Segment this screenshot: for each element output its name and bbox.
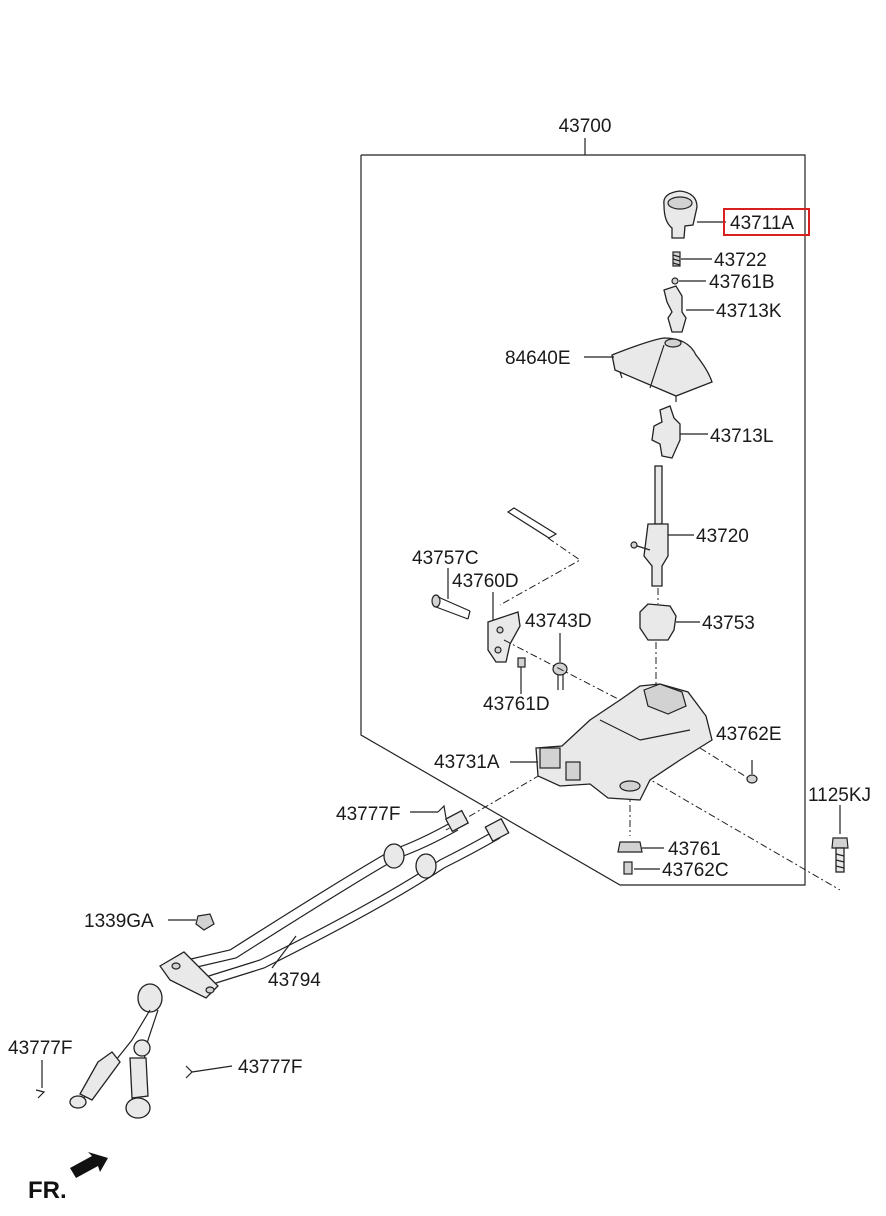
- shift-knob-part[interactable]: [663, 190, 726, 239]
- label-43731A[interactable]: 43731A: [434, 752, 500, 773]
- label-43700[interactable]: 43700: [559, 116, 612, 137]
- label-43762C[interactable]: 43762C: [662, 860, 729, 881]
- label-43743D[interactable]: 43743D: [525, 611, 592, 632]
- label-43720[interactable]: 43720: [696, 526, 749, 547]
- label-43761D[interactable]: 43761D: [483, 694, 550, 715]
- label-43722[interactable]: 43722: [714, 250, 767, 271]
- label-43713K[interactable]: 43713K: [716, 301, 782, 322]
- direction-label: FR.: [28, 1177, 67, 1204]
- label-43794[interactable]: 43794: [268, 970, 321, 991]
- bushing-part[interactable]: [552, 633, 568, 690]
- clip-part-43777F-top[interactable]: [410, 804, 447, 819]
- label-84640E[interactable]: 84640E: [505, 348, 571, 369]
- assembly-43700-bracket: [360, 138, 806, 886]
- arrow-icon: [70, 1152, 108, 1178]
- label-43713L[interactable]: 43713L: [710, 426, 773, 447]
- clip-part-43762E[interactable]: [746, 760, 758, 784]
- nut-part-43761[interactable]: [617, 841, 664, 853]
- label-43761[interactable]: 43761: [668, 839, 721, 860]
- label-43761B[interactable]: 43761B: [709, 272, 775, 293]
- label-1125KJ[interactable]: 1125KJ: [808, 785, 871, 806]
- clip-part-43777F-left[interactable]: [35, 1060, 46, 1099]
- bolt-part[interactable]: [431, 568, 471, 620]
- lever-housing-part[interactable]: [639, 603, 700, 641]
- label-43757C[interactable]: 43757C: [412, 548, 479, 569]
- label-43777F-bottom[interactable]: 43777F: [238, 1057, 302, 1078]
- lever-upper-part[interactable]: [663, 285, 714, 333]
- mounting-bolt-part[interactable]: [831, 805, 849, 873]
- shift-boot-part[interactable]: [584, 337, 713, 402]
- lever-middle-part[interactable]: [651, 405, 708, 459]
- label-43753[interactable]: 43753: [702, 613, 755, 634]
- label-43777F-top[interactable]: 43777F: [336, 804, 400, 825]
- shifter-base-part[interactable]: [510, 683, 713, 801]
- nut-part-1339GA[interactable]: [168, 913, 215, 931]
- label-43760D[interactable]: 43760D: [452, 571, 519, 592]
- clip-part-43777F-bottom[interactable]: [185, 1065, 233, 1079]
- spring-part[interactable]: [672, 251, 712, 267]
- label-43711A[interactable]: 43711A: [730, 213, 794, 234]
- small-nut-part[interactable]: [517, 657, 526, 694]
- select-bracket-part[interactable]: [487, 592, 521, 663]
- label-1339GA[interactable]: 1339GA: [84, 911, 154, 932]
- label-43762E[interactable]: 43762E: [716, 724, 782, 745]
- label-43777F-left[interactable]: 43777F: [8, 1038, 72, 1059]
- collar-part-43762C[interactable]: [623, 861, 660, 875]
- shift-lever-part[interactable]: [630, 465, 694, 587]
- highlight-box-43711A: [723, 208, 810, 236]
- shift-cable-assembly-part[interactable]: [69, 809, 510, 1119]
- pin-part[interactable]: [671, 277, 706, 285]
- guide-plate-part: [499, 507, 581, 606]
- front-direction-indicator: FR.: [28, 1152, 108, 1204]
